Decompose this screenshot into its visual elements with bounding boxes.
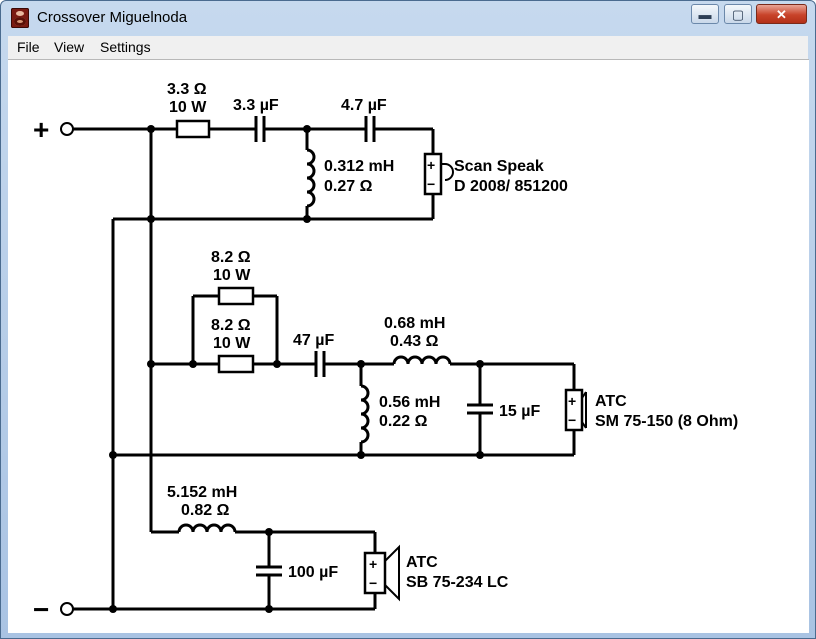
r2-value: 8.2 Ω [211, 249, 251, 266]
midrange-model: SM 75-150 (8 Ohm) [595, 413, 738, 430]
speaker-minus-sign: − [427, 176, 435, 192]
l2-resistance: 0.43 Ω [390, 333, 439, 350]
woofer-speaker-icon[interactable] [363, 551, 387, 595]
window-title: Crossover Miguelnoda [37, 9, 188, 26]
positive-terminal[interactable] [60, 122, 74, 136]
c3-value: 47 µF [293, 332, 334, 349]
c5-value: 100 µF [288, 564, 338, 581]
schematic-canvas: + − + [8, 59, 809, 633]
junction-dot [147, 360, 155, 368]
inductor-0-68-mh[interactable] [392, 355, 452, 365]
l4-inductance: 5.152 mH [167, 484, 237, 501]
negative-terminal[interactable] [60, 602, 74, 616]
r2-rating: 10 W [213, 267, 251, 284]
crossover-schematic: + − + [33, 81, 738, 625]
minimize-button[interactable]: ▬ [691, 4, 719, 24]
junction-dot [476, 360, 484, 368]
resistor-3-3-ohm[interactable] [175, 119, 211, 139]
l2-inductance: 0.68 mH [384, 315, 445, 332]
junction-dot [109, 605, 117, 613]
l1-inductance: 0.312 mH [324, 158, 394, 175]
resistor-8-2-ohm-bottom[interactable] [217, 354, 255, 374]
junction-dot [476, 451, 484, 459]
speaker-plus-sign: + [369, 556, 377, 572]
c1-value: 3.3 µF [233, 97, 279, 114]
speaker-plus-sign: + [568, 393, 576, 409]
c4-value: 15 µF [499, 403, 540, 420]
junction-dot [189, 360, 197, 368]
speaker-plus-sign: + [427, 157, 435, 173]
junction-dot [147, 125, 155, 133]
woofer-brand: ATC [406, 554, 438, 571]
close-button[interactable]: ✕ [756, 4, 807, 24]
junction-dot [265, 605, 273, 613]
junction-dot [265, 528, 273, 536]
midrange-speaker-icon[interactable] [564, 388, 584, 432]
junction-dot [273, 360, 281, 368]
junction-dot [303, 125, 311, 133]
menu-settings[interactable]: Settings [100, 39, 151, 55]
tweeter-dome-icon [444, 163, 454, 181]
speaker-minus-sign: − [369, 575, 377, 591]
tweeter-brand: Scan Speak [454, 158, 544, 175]
r3-rating: 10 W [213, 335, 251, 352]
inductor-0-56-mh[interactable] [360, 384, 370, 444]
l3-resistance: 0.22 Ω [379, 413, 428, 430]
junction-dot [303, 215, 311, 223]
menu-bar: File View Settings [8, 36, 808, 59]
menu-view[interactable]: View [54, 39, 85, 55]
positive-terminal-label: + [33, 114, 49, 145]
r3-value: 8.2 Ω [211, 317, 251, 334]
l1-resistance: 0.27 Ω [324, 178, 373, 195]
junction-dot [357, 451, 365, 459]
tweeter-speaker-icon[interactable] [423, 152, 443, 196]
speaker-app-icon [11, 8, 29, 28]
junction-dot [357, 360, 365, 368]
l3-inductance: 0.56 mH [379, 394, 440, 411]
junction-dot [109, 451, 117, 459]
l4-resistance: 0.82 Ω [181, 502, 230, 519]
woofer-model: SB 75-234 LC [406, 574, 509, 591]
c2-value: 4.7 µF [341, 97, 387, 114]
negative-terminal-label: − [33, 594, 49, 625]
inductor-5-152-mh[interactable] [177, 523, 237, 533]
tweeter-model: D 2008/ 851200 [454, 178, 568, 195]
menu-file[interactable]: File [17, 39, 40, 55]
woofer-cone-icon [384, 544, 400, 602]
midrange-brand: ATC [595, 393, 627, 410]
r1-rating: 10 W [169, 99, 207, 116]
junction-dot [147, 215, 155, 223]
title-bar[interactable]: Crossover Miguelnoda ▬ ▢ ✕ [1, 1, 815, 35]
inductor-0-312-mh[interactable] [306, 148, 316, 208]
r1-value: 3.3 Ω [167, 81, 207, 98]
resistor-8-2-ohm-top[interactable] [217, 286, 255, 306]
maximize-button[interactable]: ▢ [724, 4, 752, 24]
speaker-minus-sign: − [568, 412, 576, 428]
